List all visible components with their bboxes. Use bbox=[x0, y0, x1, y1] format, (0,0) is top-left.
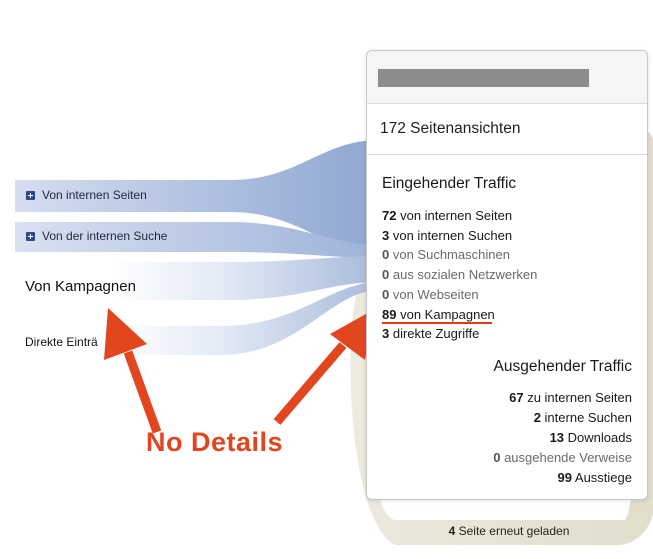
popup-header bbox=[367, 51, 647, 104]
outgoing-traffic-title: Ausgehender Traffic bbox=[493, 358, 632, 375]
list-item: 13 Downloads bbox=[549, 430, 632, 445]
redacted-page-title bbox=[378, 69, 589, 87]
list-item: 3 direkte Zugriffe bbox=[382, 326, 480, 342]
list-item-campaigns: 89 von Kampagnen bbox=[382, 306, 495, 322]
pageviews-count: 172 Seitenansichten bbox=[367, 104, 647, 155]
direct-entries-label: Direkte Einträ bbox=[25, 335, 98, 349]
reload-loop-band bbox=[350, 130, 653, 545]
incoming-traffic-list: 72 von internen Seiten 3 von internen Su… bbox=[382, 206, 537, 344]
list-item: 0 aus sozialen Netzwerken bbox=[382, 267, 538, 283]
list-item: 0 ausgehende Verweise bbox=[493, 450, 632, 465]
plus-square-icon[interactable] bbox=[26, 231, 35, 241]
list-item: 0 von Webseiten bbox=[382, 286, 479, 302]
list-item: 67 zu internen Seiten bbox=[509, 390, 632, 405]
flow-band-internal-search bbox=[15, 222, 380, 258]
sidebar-item-internal-search[interactable]: Von der internen Suche bbox=[26, 229, 167, 243]
flow-band-campaigns bbox=[110, 256, 380, 300]
incoming-traffic-title: Eingehender Traffic bbox=[382, 175, 517, 192]
sidebar-item-label: Von internen Seiten bbox=[42, 188, 147, 202]
list-item: 3 von internen Suchen bbox=[382, 227, 513, 243]
list-item: 2 interne Suchen bbox=[533, 410, 632, 425]
reload-count-label: 4 Seite erneut geladen bbox=[448, 524, 570, 538]
list-item: 0 von Suchmaschinen bbox=[382, 247, 510, 263]
outgoing-traffic-list: 67 zu internen Seiten 2 interne Suchen 1… bbox=[493, 388, 632, 488]
campaigns-underline-annotation bbox=[382, 322, 492, 324]
campaigns-label: Von Kampagnen bbox=[25, 278, 136, 295]
sidebar-item-internal-pages[interactable]: Von internen Seiten bbox=[26, 188, 147, 202]
flow-band-direct bbox=[110, 282, 380, 355]
annotation-arrow-left bbox=[104, 308, 162, 434]
list-item: 72 von internen Seiten bbox=[382, 208, 513, 223]
annotation-arrow-right bbox=[273, 310, 373, 425]
flow-band-internal-pages bbox=[15, 140, 380, 255]
no-details-annotation: No Details bbox=[146, 427, 284, 457]
plus-square-icon[interactable] bbox=[26, 190, 35, 200]
sidebar-item-label: Von der internen Suche bbox=[42, 229, 168, 243]
page-details-popup: 172 Seitenansichten Eingehender Traffic … bbox=[366, 50, 648, 500]
list-item: 99 Ausstiege bbox=[557, 470, 632, 485]
